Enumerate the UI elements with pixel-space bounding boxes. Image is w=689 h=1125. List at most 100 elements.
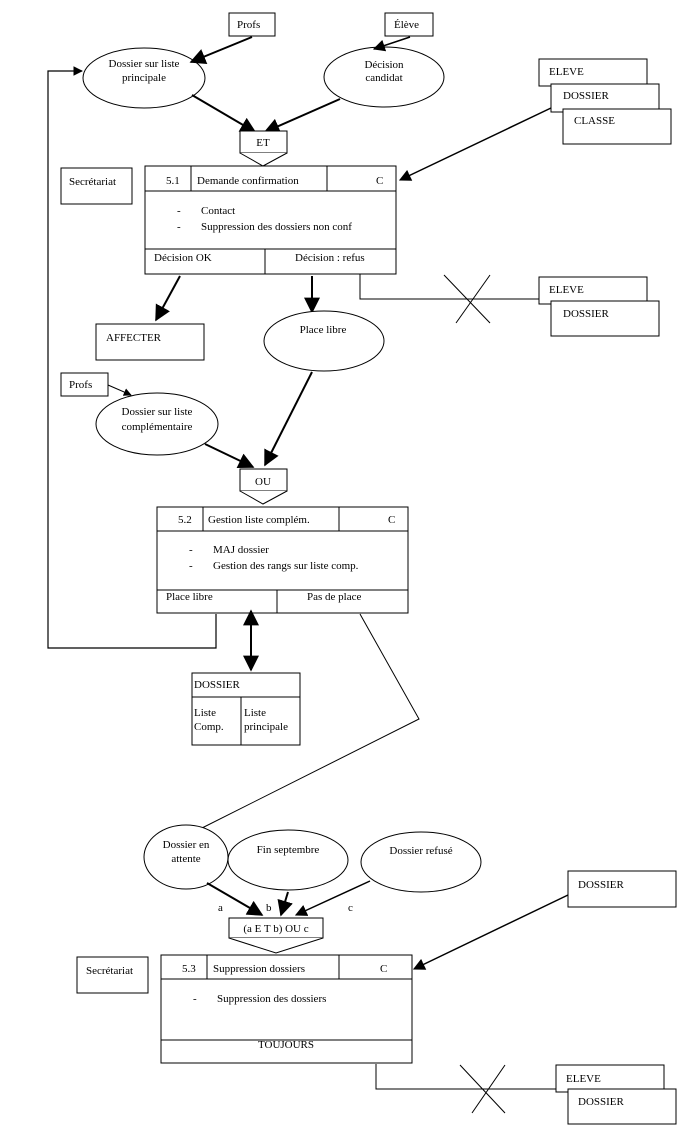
entity-dossier-col1-line2: Comp. [194,721,224,733]
entity-eleve-1: ELEVE [549,66,584,78]
op3-number: 5.3 [182,963,196,975]
entity-classe-1: CLASSE [574,115,615,127]
entity-dossier-col2-line1: Liste [244,707,266,719]
entity-dossier-col1-line1: Liste [194,707,216,719]
op1-action-2: Suppression des dossiers non conf [201,221,352,233]
actor-eleve-top: Élève [384,12,434,37]
label-c: c [348,902,353,914]
arrow-c [294,880,371,916]
op2-title: Gestion liste complém. [208,514,310,526]
op3-code: C [380,963,387,975]
entity-stack-eleve-dossier-2: ELEVE DOSSIER [538,276,660,337]
op3-action-1: Suppression des dossiers [217,993,326,1005]
synchro-et-label: ET [256,137,270,149]
actor-secretariat-2: Secrétariat [76,956,149,994]
event-place-libre: Place libre [263,310,385,372]
cross-1b [455,274,491,324]
event-dossier-liste-principale: Dossier sur liste principale [82,47,206,109]
entity-dossier-right-label: DOSSIER [578,879,625,891]
entity-dossier-label: DOSSIER [194,679,241,691]
line-op3-to-entities [375,1064,556,1090]
event-dossier-comp-line2: complémentaire [122,421,193,433]
event-dossier-refuse: Dossier refusé [360,831,482,893]
event-dossier-comp-line1: Dossier sur liste [122,406,193,418]
loop-back-to-dossier-principale [47,66,217,649]
arrow-decision-to-et [263,98,341,134]
entity-stack-eleve-dossier-classe: ELEVE DOSSIER CLASSE [538,58,672,145]
arrow-dossier-to-et [191,94,257,133]
cross-2a [459,1064,506,1114]
event-dossier-en-attente: Dossier en attente [143,824,229,890]
actor-profs-top-label: Profs [237,19,260,31]
op2-number: 5.2 [178,514,192,526]
event-dossier-liste-principale-line1: Dossier sur liste [109,58,180,70]
operation-5-1: 5.1 Demande confirmation C - Contact - S… [144,165,397,275]
arrow-b [277,891,293,917]
synchro-ou-label: OU [255,476,271,488]
event-decision-candidat-line1: Décision [364,59,404,71]
op1-dash-2: - [177,221,181,233]
arrow-eleve-to-decision [372,36,411,52]
entity-dossier-lists: DOSSIER Liste Comp. Liste principale [191,672,301,746]
op1-title: Demande confirmation [197,175,299,187]
operation-5-2: 5.2 Gestion liste complém. C - MAJ dossi… [156,506,409,614]
actor-eleve-top-label: Élève [394,19,419,31]
event-fin-septembre: Fin septembre [227,829,349,891]
arrow-profs-to-dossier [189,36,253,64]
op2-result-2: Pas de place [307,591,361,603]
synchro-et: ET [239,130,288,167]
actor-secretariat-1: Secrétariat [60,167,133,205]
op2-code: C [388,514,395,526]
event-fin-septembre-label: Fin septembre [257,844,320,856]
event-dossier-liste-complementaire: Dossier sur liste complémentaire [95,392,219,456]
entity-dossier-2: DOSSIER [563,308,610,320]
op3-dash-1: - [193,993,197,1005]
op1-dash-1: - [177,205,181,217]
op1-result-1: Décision OK [154,252,212,264]
entity-dossier-right: DOSSIER [567,870,677,908]
arrow-a [206,882,264,916]
label-b: b [266,902,272,914]
op2-result-1: Place libre [166,591,213,603]
op3-result-1: TOUJOURS [258,1039,314,1051]
arrow-dossier-to-op3 [412,894,569,970]
event-attente-line2: attente [171,853,200,865]
op1-code: C [376,175,383,187]
operation-affecter: AFFECTER [95,323,205,361]
cross-2b [471,1064,506,1114]
arrow-dossier-comp-to-ou [204,443,255,468]
op1-result-2: Décision : refus [295,252,365,264]
op2-dash-2: - [189,560,193,572]
event-decision-candidat: Décision candidat [323,46,445,108]
affecter-label: AFFECTER [106,332,162,344]
entity-stack-eleve-dossier-3: ELEVE DOSSIER [555,1064,677,1125]
entity-dossier-col2-line2: principale [244,721,288,733]
arrow-ok-to-affecter [155,275,181,322]
operation-5-3: 5.3 Suppression dossiers C - Suppression… [160,954,413,1064]
label-a: a [218,902,223,914]
actor-profs-top: Profs [228,12,276,37]
synchro-ou: OU [239,468,288,505]
event-dossier-liste-principale-line2: principale [122,72,166,84]
event-decision-candidat-line2: candidat [365,72,402,84]
actor-profs-mid-label: Profs [69,379,92,391]
synchro-3-label: (a E T b) OU c [243,923,308,935]
entity-dossier-3: DOSSIER [578,1096,625,1108]
arrow-profs-to-dossier-comp [107,384,132,396]
arrow-entities-to-op1 [398,107,552,181]
op1-number: 5.1 [166,175,180,187]
arrow-place-libre-to-ou [264,371,313,467]
cross-1a [443,274,491,324]
event-dossier-refuse-label: Dossier refusé [389,845,452,857]
actor-secretariat-2-label: Secrétariat [86,965,133,977]
op3-title: Suppression dossiers [213,963,305,975]
event-attente-line1: Dossier en [163,839,210,851]
entity-eleve-3: ELEVE [566,1073,601,1085]
line-pas-de-place-to-attente [199,613,420,830]
op2-action-1: MAJ dossier [213,544,269,556]
line-refus-to-entities [359,274,539,300]
actor-profs-mid: Profs [60,372,109,397]
op2-action-2: Gestion des rangs sur liste comp. [213,560,359,572]
